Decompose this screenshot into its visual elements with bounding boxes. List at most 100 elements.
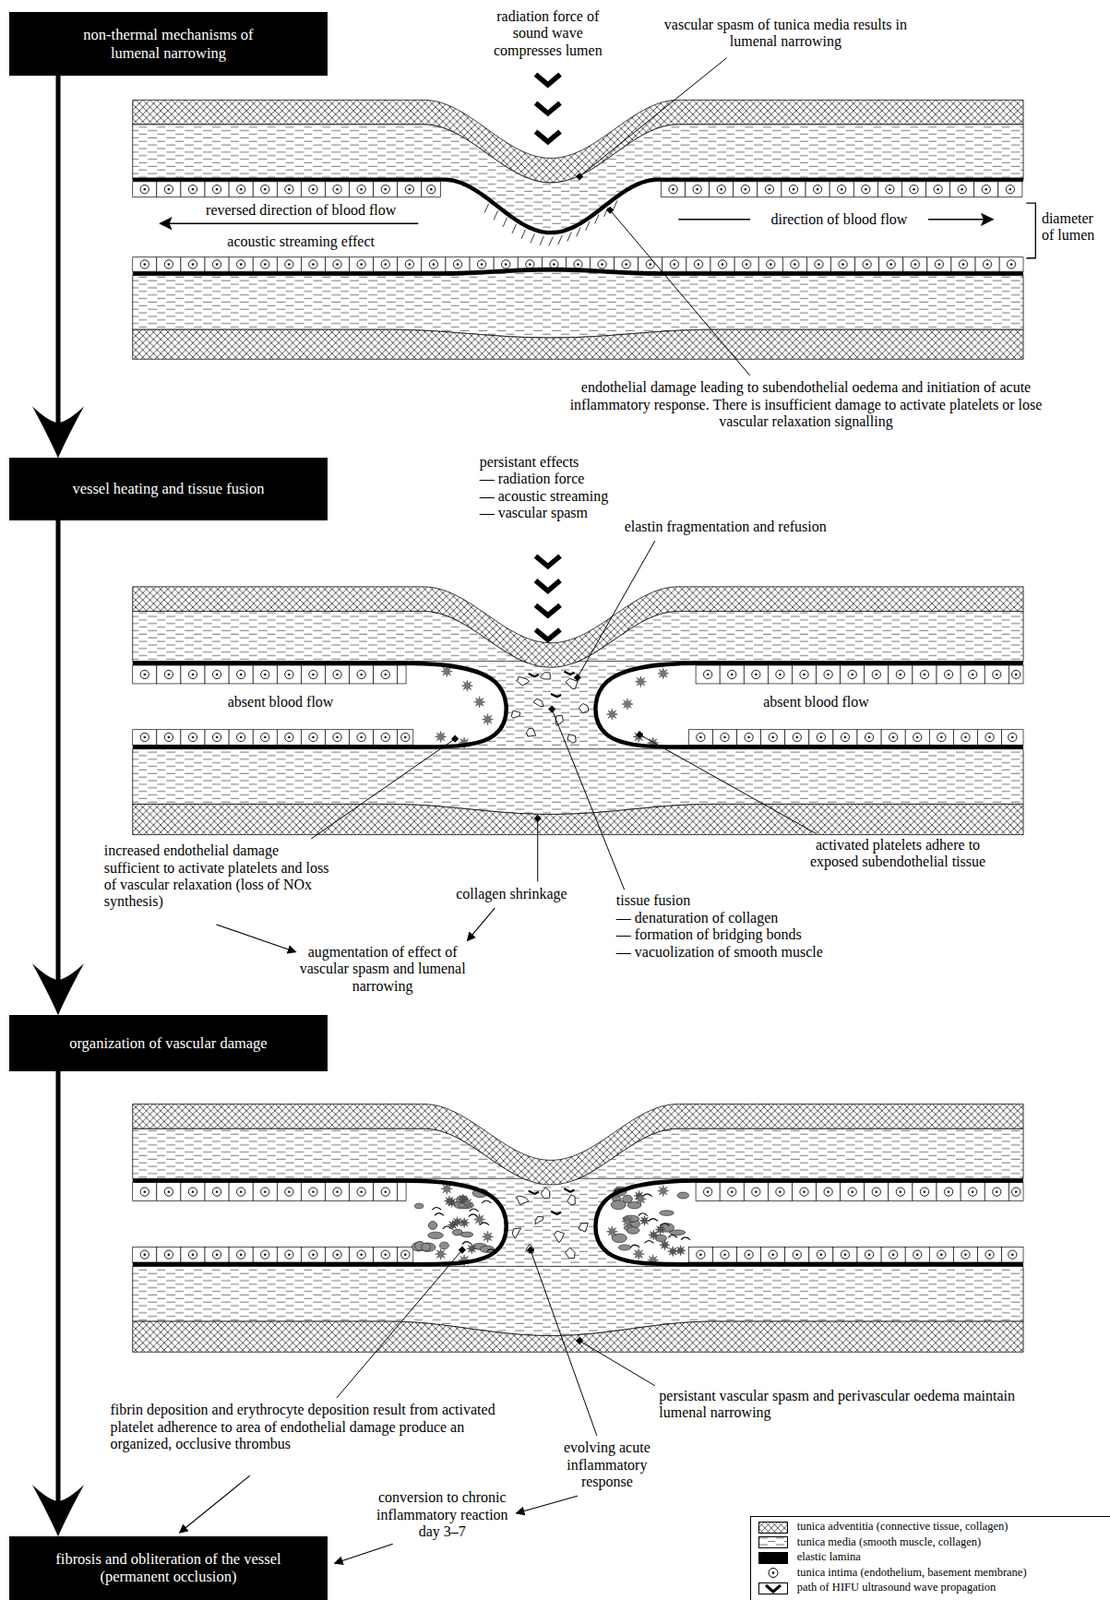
cell-outline [984, 665, 1009, 684]
cell-nucleus [717, 260, 727, 269]
leader-line [579, 58, 727, 177]
cell-dot [239, 188, 242, 191]
leader-dot [606, 206, 614, 215]
cell-nucleus [357, 669, 366, 679]
cell-dot [1014, 673, 1017, 676]
cell-outline [660, 181, 685, 198]
endothelial-cell [445, 257, 470, 272]
cell-outline [984, 1182, 1009, 1202]
tissue-fragment [567, 734, 576, 743]
cell-outline [300, 665, 325, 684]
cell-nucleus [728, 669, 737, 679]
cell-dot [528, 262, 531, 265]
hifu-chevron [535, 131, 561, 143]
endothelial-cell [397, 1246, 414, 1263]
label-line: — formation of bridging bonds [616, 926, 882, 943]
endothelial-cell [373, 257, 398, 272]
cell-dot [600, 262, 603, 265]
elastic-lamina [595, 663, 1024, 748]
cell-outline [324, 729, 349, 746]
cell-dot [408, 188, 411, 191]
cell-outline [276, 1182, 301, 1202]
cell-outline [950, 181, 975, 198]
endothelial-cell [888, 1182, 913, 1202]
cell-dot [1010, 262, 1013, 265]
platelet [657, 1184, 669, 1196]
endothelial-cell [927, 257, 952, 272]
cell-dot [335, 1190, 338, 1193]
cell-nucleus [751, 1187, 761, 1196]
cell-dot [892, 736, 895, 739]
endothelial-cell [180, 729, 205, 746]
cell-outline [975, 257, 1000, 272]
endothelial-cell [1008, 1182, 1024, 1202]
cell-dot [404, 1253, 406, 1255]
note-arrows [179, 907, 578, 1564]
cell-dot [916, 1253, 919, 1255]
cell-outline [782, 257, 807, 272]
platelet [621, 1216, 633, 1228]
cell-nucleus [261, 1250, 270, 1259]
cell-outline [204, 257, 229, 272]
cell-dot [985, 188, 988, 191]
elastin-fragment [528, 1191, 539, 1194]
cell-nucleus [261, 184, 270, 193]
cell-outline [737, 1246, 762, 1263]
endothelial-cell [228, 729, 253, 746]
endothelial-cell [905, 1246, 930, 1263]
cell-outline [252, 1246, 277, 1263]
cell-nucleus [816, 732, 825, 741]
cell-nucleus [453, 260, 462, 269]
cell-nucleus [696, 732, 705, 741]
endothelial-cell [156, 181, 181, 198]
stage-box: organization of vascular damage [9, 1014, 328, 1072]
cell-dot [817, 262, 820, 265]
endothelial-cell [276, 665, 301, 684]
platelet [435, 1248, 447, 1260]
oedema-mark [530, 233, 535, 243]
cell-outline [252, 729, 277, 746]
leader-lines [310, 58, 816, 1436]
cell-dot [215, 262, 218, 265]
endothelial-cell [300, 1182, 325, 1202]
cell-outline [324, 257, 349, 272]
cell-nucleus [333, 1187, 342, 1196]
endothelial-cell [204, 665, 229, 684]
cell-outline [757, 181, 782, 198]
cell-dot [191, 262, 194, 265]
cell-dot [971, 673, 974, 676]
cell-dot [263, 1253, 266, 1255]
cell-nucleus [703, 669, 712, 679]
platelet [655, 1224, 666, 1235]
legend-swatch [758, 1582, 788, 1595]
endothelial-cell [833, 729, 858, 746]
note-arrow [179, 1475, 251, 1533]
endothelial-cell [960, 665, 985, 684]
cell-dot [771, 736, 774, 739]
cell-dot [723, 1253, 726, 1255]
endothelial-cell [719, 665, 744, 684]
legend-row: path of HIFU ultrasound wave propagation [751, 1580, 1110, 1597]
cell-nucleus [728, 1187, 737, 1196]
cell-outline [445, 257, 470, 272]
cell-dot [706, 1190, 709, 1193]
cell-outline [977, 729, 1002, 746]
endothelial-cell [132, 729, 157, 746]
cell-dot [720, 188, 723, 191]
cell-dot [914, 262, 917, 265]
cell-outline [156, 1246, 181, 1263]
cell-nucleus [309, 260, 318, 269]
endothelial-cell [733, 181, 758, 198]
endothelial-cell [761, 1246, 786, 1263]
platelet [459, 1217, 470, 1229]
cell-outline [324, 665, 349, 684]
cell-nucleus [237, 1187, 246, 1196]
cell-outline [397, 665, 406, 684]
cell-dot [215, 736, 218, 739]
fibrin-strand [659, 1223, 669, 1227]
cell-nucleus [744, 732, 753, 741]
legend-swatch-dot [771, 1572, 775, 1576]
endothelial-cell [737, 729, 762, 746]
fibrin-strand [630, 1244, 640, 1248]
cell-outline [373, 665, 398, 684]
